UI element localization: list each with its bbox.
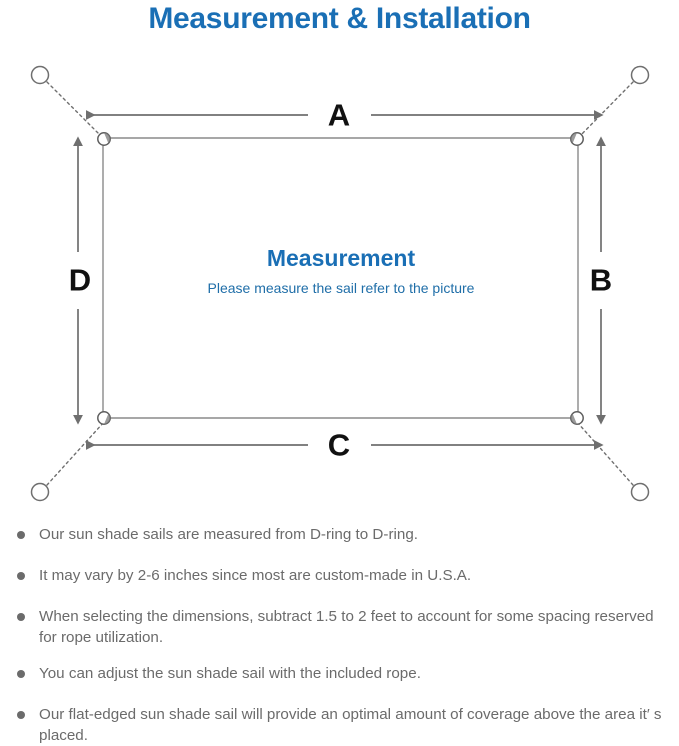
list-item: Our flat-edged sun shade sail will provi… (9, 704, 665, 746)
dimension-a: A (86, 98, 604, 133)
list-item: It may vary by 2-6 inches since most are… (9, 565, 665, 591)
d-rings (97, 132, 584, 425)
bullet-icon (17, 572, 25, 580)
bullet-icon (17, 711, 25, 719)
dimension-c: C (86, 428, 604, 463)
bullet-icon (17, 613, 25, 621)
bullet-icon (17, 670, 25, 678)
tether-ropes (46, 81, 634, 486)
list-item-text: Our sun shade sails are measured from D-… (39, 526, 418, 543)
rope-bottom-right (576, 421, 634, 486)
list-item-text: It may vary by 2-6 inches since most are… (39, 567, 472, 584)
list-item: You can adjust the sun shade sail with t… (9, 663, 665, 689)
dimension-b: B (590, 136, 612, 425)
list-item-text: Our flat-edged sun shade sail will provi… (39, 706, 662, 744)
notes-list: Our sun shade sails are measured from D-… (0, 524, 679, 746)
top-right-anchor-icon (630, 65, 650, 85)
bottom-right-anchor-icon (630, 482, 650, 502)
page-title: Measurement & Installation (148, 2, 531, 35)
dimension-d-label: D (69, 263, 91, 298)
measurement-diagram-svg: A C D B Measurement Please measure the s… (30, 65, 650, 502)
list-item: Our sun shade sails are measured from D-… (9, 524, 665, 550)
dimension-a-label: A (328, 98, 350, 133)
list-item: When selecting the dimensions, subtract … (9, 606, 665, 648)
measurement-diagram: A C D B Measurement Please measure the s… (0, 44, 679, 520)
rope-bottom-left (46, 421, 105, 486)
anchor-points (30, 65, 650, 502)
diagram-center-heading: Measurement (267, 245, 416, 271)
list-item-text: You can adjust the sun shade sail with t… (39, 665, 421, 682)
bullet-icon (17, 531, 25, 539)
sail-body (102, 137, 579, 419)
rope-top-right (576, 81, 634, 140)
top-left-anchor-icon (30, 65, 50, 85)
rope-top-left (46, 81, 105, 140)
list-item-text: When selecting the dimensions, subtract … (39, 608, 654, 646)
dimension-d: D (69, 136, 91, 425)
dimension-c-label: C (328, 428, 350, 463)
diagram-center-subheading: Please measure the sail refer to the pic… (208, 280, 475, 296)
bottom-left-anchor-icon (30, 482, 50, 502)
dimension-b-label: B (590, 263, 612, 298)
